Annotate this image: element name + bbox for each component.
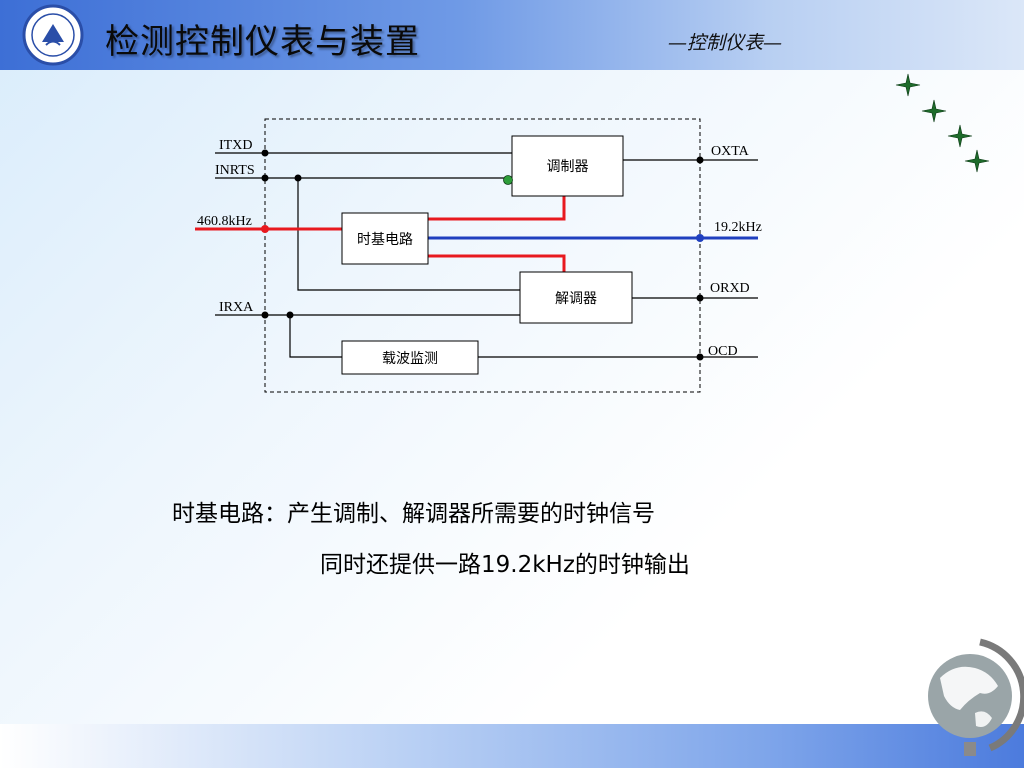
modulator-label: 调制器 (547, 159, 589, 175)
modulator-block: 调制器 (511, 135, 624, 197)
header-bar: 检测控制仪表与装置 —控制仪表— (0, 0, 1024, 70)
description-line-2: 同时还提供一路19.2kHz的时钟输出 (320, 552, 690, 578)
output-clock-label: 19.2kHz (714, 220, 762, 235)
clock-to-demodulator-line (428, 254, 566, 272)
junction-dot (286, 311, 294, 319)
chip-boundary (264, 118, 701, 393)
timebase-block: 时基电路 (341, 212, 429, 265)
decorative-stars-icon (895, 73, 990, 173)
inrts-branch-line (297, 178, 520, 291)
clock-to-modulator-line (428, 196, 566, 221)
carrier-detect-block: 载波监测 (341, 340, 479, 375)
page-title: 检测控制仪表与装置 (105, 22, 420, 62)
description-line-1: 时基电路：产生调制、解调器所需要的时钟信号 (172, 501, 655, 527)
oxta-label: OXTA (711, 144, 750, 159)
junction-dot (696, 156, 704, 164)
output-clock-dot (696, 234, 704, 242)
junction-dot (696, 353, 704, 361)
irxa-branch-line (289, 315, 342, 358)
orxd-label: ORXD (710, 281, 750, 296)
inrts-label: INRTS (215, 163, 255, 178)
input-clock-dot (261, 225, 269, 233)
footer-bar (0, 724, 1024, 768)
globe-icon (928, 638, 1024, 756)
junction-dot (261, 149, 269, 157)
irxa-label: IRXA (219, 300, 254, 315)
input-clock-label: 460.8kHz (197, 214, 252, 229)
ocd-label: OCD (708, 344, 738, 359)
university-logo-icon (22, 4, 84, 66)
junction-dot (696, 294, 704, 302)
demodulator-block: 解调器 (519, 271, 633, 324)
itxd-label: ITXD (219, 138, 252, 153)
carrier-detect-label: 载波监测 (382, 351, 438, 367)
demodulator-label: 解调器 (555, 291, 597, 307)
enable-input-dot (503, 175, 513, 185)
junction-dot (261, 174, 269, 182)
timebase-label: 时基电路 (357, 231, 413, 248)
junction-dot (261, 311, 269, 319)
block-diagram: 调制器 时基电路 解调器 载波监测 ITXD INRTS 460.8kHz IR… (195, 118, 762, 393)
junction-dot (294, 174, 302, 182)
page-subtitle: —控制仪表— (668, 32, 783, 54)
